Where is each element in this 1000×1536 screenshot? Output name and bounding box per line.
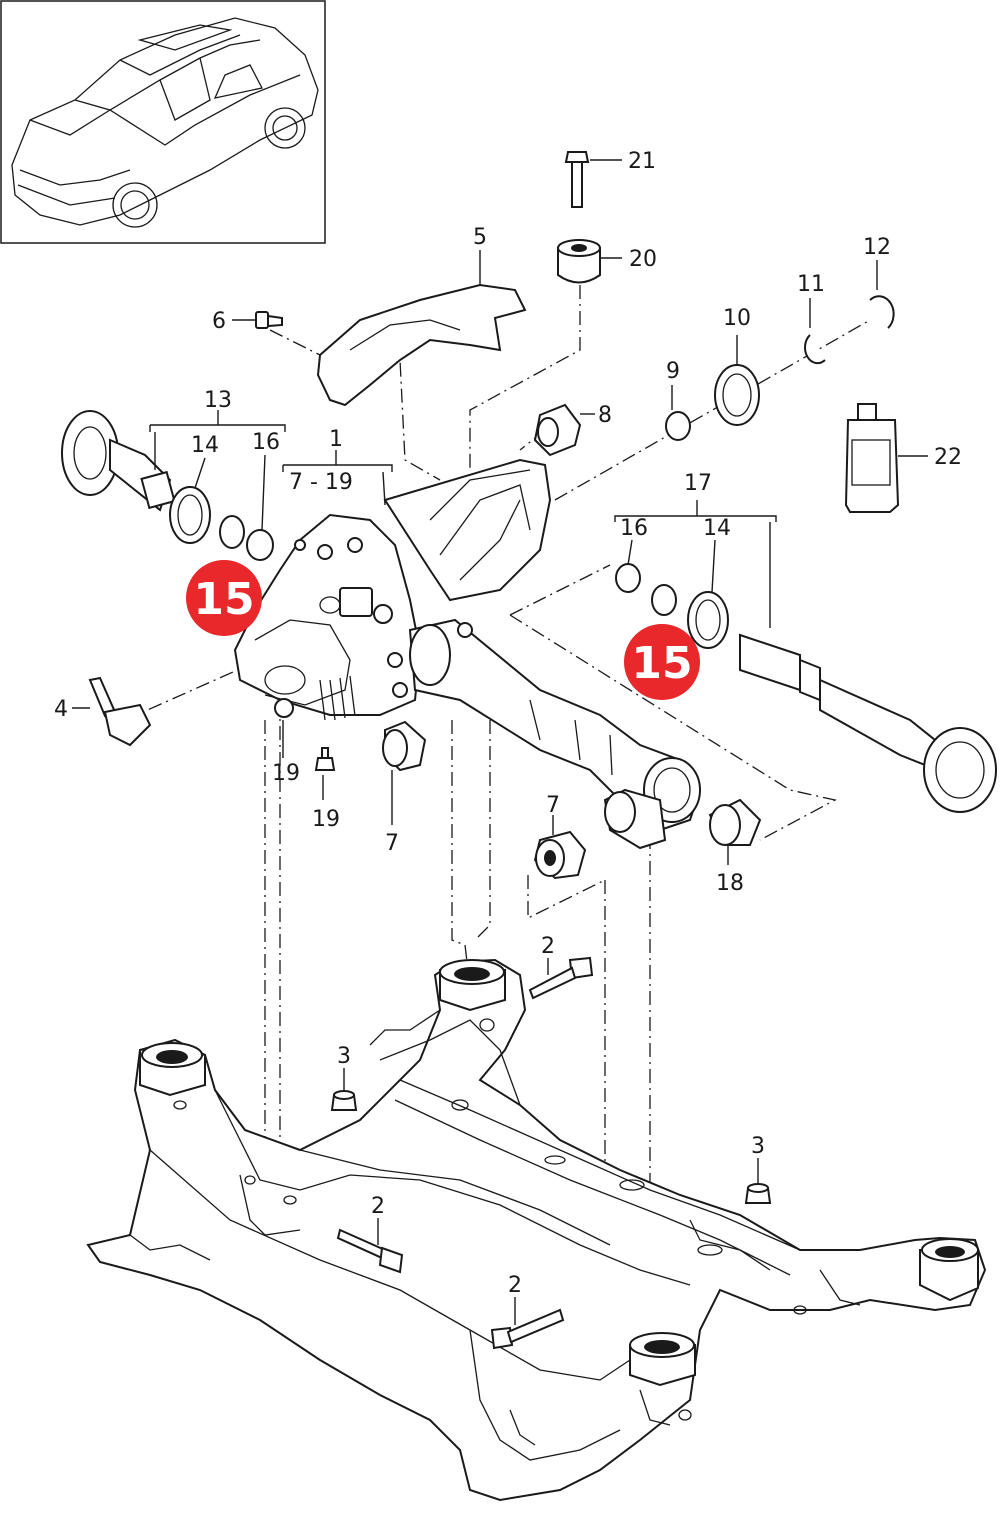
flange-shaft-13: [61, 410, 176, 512]
callout-3-right: 3: [751, 1134, 765, 1159]
subframe-cradle: [86, 958, 987, 1502]
bushing-8: [533, 403, 582, 457]
seal-9: [665, 411, 691, 441]
callout-14-right: 14: [703, 516, 731, 541]
callout-21: 21: [628, 149, 656, 174]
highlight-badge-right: 15: [624, 624, 700, 700]
highlight-badge-right-circle: [624, 624, 700, 700]
bolt-21: [564, 151, 590, 208]
callout-2-top: 2: [541, 934, 555, 959]
heat-shield: [316, 283, 527, 407]
bushing-20: [557, 239, 601, 284]
plug-19-a: [274, 698, 294, 718]
callout-16-right: 16: [620, 516, 648, 541]
clip-11: [804, 334, 826, 365]
callout-16-left: 16: [252, 430, 280, 455]
fluid-bottle-22: [844, 403, 900, 513]
callout-13: 13: [204, 388, 232, 413]
callout-8: 8: [598, 403, 612, 428]
seal-14-left: [169, 486, 211, 544]
callout-19-a: 19: [272, 761, 300, 786]
callout-14-left: 14: [191, 433, 219, 458]
callout-1: 1: [329, 427, 343, 452]
bushing-7-lower: [533, 830, 587, 880]
circlip-12: [869, 295, 895, 329]
seal-14-right: [687, 591, 729, 649]
callout-9: 9: [666, 359, 680, 384]
callout-3-left: 3: [337, 1044, 351, 1069]
callout-12: 12: [863, 235, 891, 260]
callout-22: 22: [934, 445, 962, 470]
bolt-2-top: [528, 956, 594, 1000]
leader-lines: [72, 159, 928, 1325]
nut-3-left: [330, 1090, 358, 1111]
highlight-badge-left-circle: [186, 560, 262, 636]
ring-15-left: [219, 515, 245, 549]
callout-7-lower: 7: [546, 793, 560, 818]
callout-1-range: 7 - 19: [289, 470, 353, 495]
callout-10: 10: [723, 306, 751, 331]
ring-15-right: [651, 584, 677, 616]
callout-17: 17: [684, 471, 712, 496]
callout-labels: 1 7 - 19 2 2 2 3 3 4 5 6 7 7 8 9 10 11 1…: [54, 149, 962, 1298]
ring-18: [708, 798, 762, 846]
callout-18: 18: [716, 871, 744, 896]
bolt-2-bottom: [490, 1308, 565, 1350]
callout-11: 11: [797, 272, 825, 297]
callout-19-b: 19: [312, 807, 340, 832]
callout-6: 6: [212, 309, 226, 334]
sensor-4: [88, 676, 152, 747]
callout-4: 4: [54, 697, 68, 722]
nut-3-right: [744, 1183, 772, 1204]
highlight-badge-right-text: 15: [631, 638, 692, 689]
differential-housing: [233, 458, 702, 832]
assembly-lines: [124, 285, 871, 1331]
vehicle-thumbnail: [0, 0, 326, 244]
highlight-badge-left: 15: [186, 560, 262, 636]
clip-16-left: [246, 529, 274, 561]
callout-20: 20: [629, 247, 657, 272]
plug-19-b: [314, 747, 336, 771]
half-shaft-17: [739, 633, 997, 813]
callout-7-upper: 7: [385, 831, 399, 856]
bolt-2-middle: [336, 1228, 404, 1274]
callout-2-middle: 2: [371, 1194, 385, 1219]
callout-2-bottom: 2: [508, 1273, 522, 1298]
bolt-6: [255, 311, 283, 329]
clip-16-right: [615, 563, 641, 593]
bushing-7-upper: [382, 720, 427, 772]
highlight-badge-left-text: 15: [193, 574, 254, 625]
bushing-7-middle: [603, 788, 667, 850]
callout-5: 5: [473, 225, 487, 250]
